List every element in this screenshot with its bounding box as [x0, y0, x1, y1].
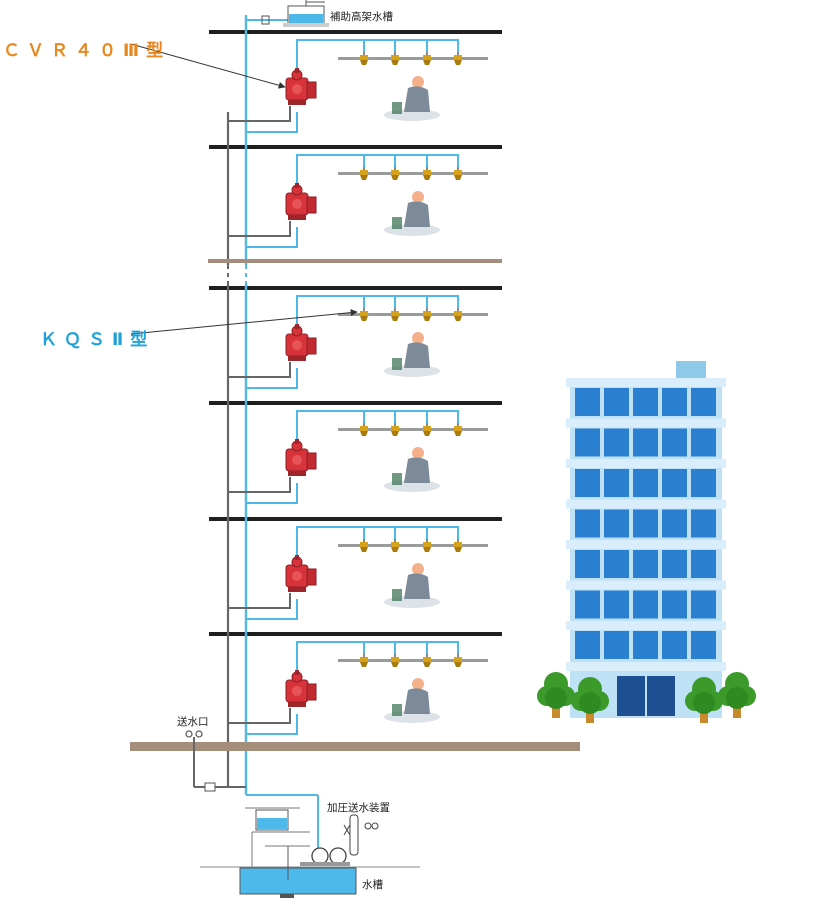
sprinkler-head-icon	[360, 654, 368, 667]
sprinkler-head-icon	[360, 167, 368, 180]
floor-units	[228, 39, 488, 735]
sprinkler-head-icon	[423, 423, 431, 436]
floor-unit	[228, 410, 488, 504]
floor-slab	[209, 286, 502, 290]
water-tank-label: 水槽	[362, 879, 383, 891]
kqs-callout-label: ＫＱＳⅡ型	[40, 330, 155, 350]
floor-slab	[209, 145, 502, 149]
floor-unit	[228, 39, 488, 133]
tree-icon	[718, 672, 756, 718]
sprinkler-head-icon	[391, 654, 399, 667]
sprinkler-head-icon	[423, 52, 431, 65]
cvr-callout-label: ＣＶＲ４０Ⅲ型	[3, 41, 171, 61]
sprinkler-head-icon	[423, 308, 431, 321]
room-illustration	[384, 678, 440, 723]
alarm-valve-icon	[285, 182, 317, 221]
sprinkler-head-icon	[391, 539, 399, 552]
floor-slab	[209, 401, 502, 405]
floor-unit	[228, 154, 488, 248]
sprinkler-head-icon	[454, 654, 462, 667]
sprinkler-head-icon	[423, 654, 431, 667]
sprinkler-head-icon	[360, 423, 368, 436]
tree-icon	[537, 672, 575, 718]
room-illustration	[384, 191, 440, 236]
ground-line	[130, 742, 580, 751]
floor-slab	[209, 30, 502, 34]
sprinkler-head-icon	[360, 52, 368, 65]
roof-tank	[246, 0, 329, 27]
sprinkler-head-icon	[454, 423, 462, 436]
alarm-valve-icon	[285, 323, 317, 362]
kqs-callout-arrow	[130, 309, 358, 335]
sprinkler-head-icon	[454, 52, 462, 65]
water-tank	[200, 846, 420, 898]
room-illustration	[384, 563, 440, 608]
floor-unit	[228, 641, 488, 735]
floor-unit	[228, 295, 488, 389]
alarm-valve-icon	[285, 554, 317, 593]
pump-unit	[245, 794, 379, 872]
sprinkler-head-icon	[360, 539, 368, 552]
room-illustration	[384, 76, 440, 121]
inlet-label: 送水口	[177, 716, 209, 728]
pump-unit-label: 加圧送水装置	[327, 802, 390, 814]
floor-slab	[209, 632, 502, 636]
floor-slab	[209, 517, 502, 521]
cvr-callout-arrow	[130, 43, 286, 89]
room-illustration	[384, 447, 440, 492]
sprinkler-head-icon	[391, 308, 399, 321]
alarm-valve-icon	[285, 438, 317, 477]
sprinkler-head-icon	[360, 308, 368, 321]
sprinkler-head-icon	[423, 539, 431, 552]
sprinkler-head-icon	[423, 167, 431, 180]
sprinkler-head-icon	[391, 423, 399, 436]
sprinkler-head-icon	[454, 167, 462, 180]
roof-tank-label: 補助高架水槽	[330, 11, 393, 23]
floor-unit	[228, 526, 488, 620]
alarm-valve-icon	[285, 67, 317, 106]
risers	[226, 15, 248, 795]
break-line	[208, 259, 502, 263]
inlet-connection	[185, 730, 246, 792]
sprinkler-head-icon	[391, 52, 399, 65]
floor-slabs	[209, 30, 502, 636]
sprinkler-head-icon	[454, 539, 462, 552]
sprinkler-head-icon	[454, 308, 462, 321]
sprinkler-head-icon	[391, 167, 399, 180]
office-building-icon	[566, 361, 726, 718]
alarm-valve-icon	[285, 669, 317, 708]
room-illustration	[384, 332, 440, 377]
